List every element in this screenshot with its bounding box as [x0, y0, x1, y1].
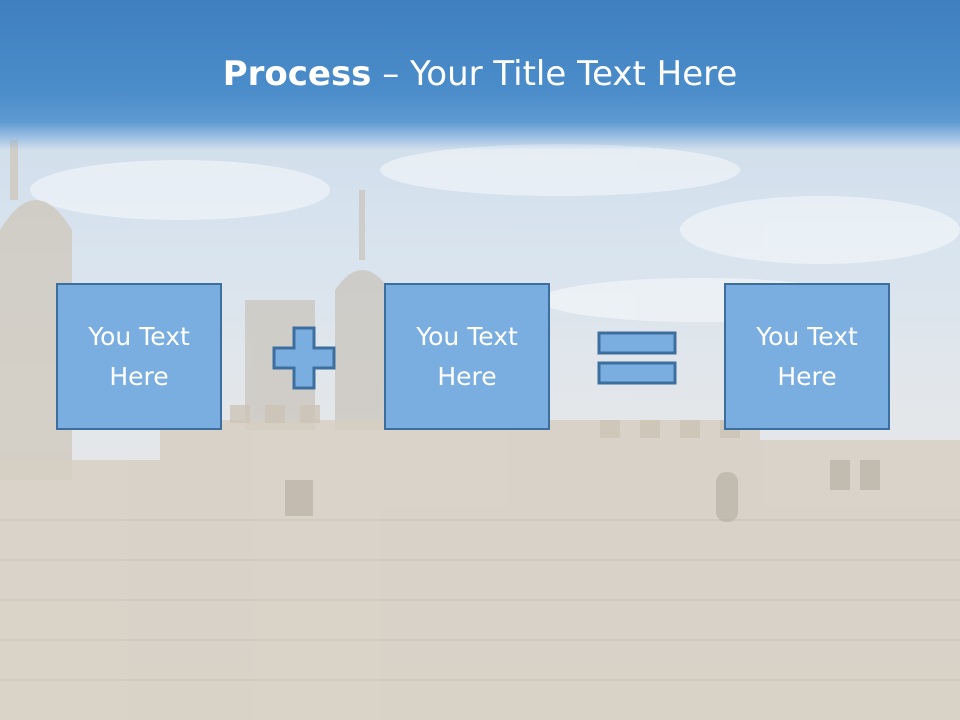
process-box-1-text: You Text Here [88, 321, 190, 391]
process-box-3[interactable]: You Text Here [724, 283, 890, 430]
title-rest-part: – Your Title Text Here [371, 54, 738, 94]
title-bar [0, 0, 960, 150]
process-box-2[interactable]: You Text Here [384, 283, 550, 430]
process-box-1[interactable]: You Text Here [56, 283, 222, 430]
process-box-3-text: You Text Here [756, 321, 858, 391]
process-box-2-text: You Text Here [416, 321, 518, 391]
slide-title: Process – Your Title Text Here [0, 52, 960, 96]
equals-icon [597, 331, 677, 385]
plus-icon [272, 326, 336, 390]
title-bold-part: Process [222, 54, 372, 94]
